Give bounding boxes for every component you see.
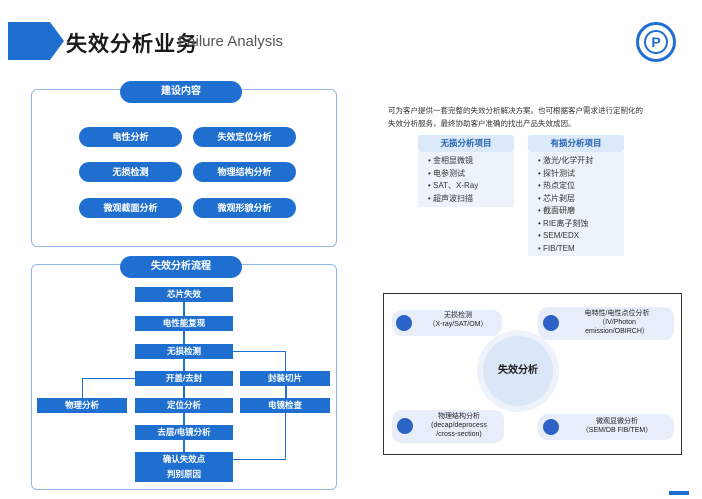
flow-step-confirm-line1: 确认失效点: [162, 454, 206, 464]
flow-step-sealed-slice: 封装切片: [240, 371, 330, 386]
logo-letter: P: [651, 34, 661, 50]
flow-return-to-confirm: [233, 413, 286, 460]
node-dot-icon: [543, 419, 559, 435]
flow-branch-to-slice: [233, 351, 286, 371]
node-dot-icon: [543, 315, 559, 331]
construction-item-micro-section: 微观截面分析: [79, 198, 182, 218]
destructive-label: 有损分析项目: [528, 135, 624, 152]
node-text: 物理结构分析(decap/deprocess/cross-section): [431, 413, 487, 438]
list-item: • 激光/化学开封: [538, 156, 594, 165]
bullet-icon: •: [428, 193, 431, 203]
company-logo: P: [636, 22, 676, 62]
flow-connector: [183, 386, 185, 398]
construction-item-fault-locate: 失效定位分析: [193, 127, 296, 147]
bullet-icon: •: [538, 193, 541, 203]
node-text: 无损检测（X-ray/SAT/OM）: [428, 312, 488, 328]
flow-branch-to-physical: [82, 378, 135, 398]
diagram-center: 失效分析: [483, 336, 553, 406]
header-accent-bar: [8, 22, 64, 60]
list-item: • 截面研磨: [538, 206, 576, 215]
flow-connector: [183, 331, 185, 344]
bullet-icon: •: [428, 168, 431, 178]
bullet-icon: •: [538, 218, 541, 228]
flow-step-confirm: 确认失效点 判别原因: [135, 452, 233, 482]
flow-step-chip-fail: 芯片失效: [135, 287, 233, 302]
description-text: 可为客户提供一套完整的失效分析解决方案。也可根据客户需求进行定制化的 失效分析服…: [388, 104, 688, 130]
nondestructive-list: • 金相显微镜 • 电参测试 • SAT、X-Ray • 超声波扫描: [418, 152, 514, 207]
node-dot-icon: [396, 315, 412, 331]
destructive-list: • 激光/化学开封 • 探针测试 • 热点定位 • 芯片剥层 • 截面研磨 • …: [528, 152, 624, 256]
flow-connector: [183, 413, 185, 425]
flow-step-open-seal: 开盖/去封: [135, 371, 233, 386]
list-item: • 芯片剥层: [538, 193, 576, 203]
footer-accent: [669, 491, 689, 495]
bullet-icon: •: [538, 156, 541, 165]
flow-step-delayer: 去层/电镜分析: [135, 425, 233, 440]
flow-step-elec-check: 电镜检查: [240, 398, 330, 413]
logo-inner-ring: P: [644, 30, 668, 54]
flow-title: 失效分析流程: [120, 256, 242, 278]
diagram-node-microscopic: 微观显微分析（SEM/DB FIB/TEM）: [538, 414, 674, 440]
list-item: • 探针测试: [538, 168, 576, 178]
bullet-icon: •: [538, 206, 541, 215]
bullet-icon: •: [428, 156, 431, 165]
flow-connector: [183, 359, 185, 371]
bullet-icon: •: [538, 181, 541, 190]
list-item: • RIE离子刻蚀: [538, 218, 589, 228]
flow-connector: [285, 386, 287, 398]
construction-item-nondestructive: 无损检测: [79, 162, 182, 182]
nondestructive-label: 无损分析项目: [418, 135, 514, 152]
flow-step-nondestructive: 无损检测: [135, 344, 233, 359]
description-line: 可为客户提供一套完整的失效分析解决方案。也可根据客户需求进行定制化的: [388, 106, 643, 115]
list-item: • SEM/EDX: [538, 231, 580, 240]
description-line: 失效分析服务，最终协助客户准确的找出产品失效成因。: [388, 119, 576, 128]
bullet-icon: •: [538, 231, 541, 240]
construction-item-micro-morphology: 微观形貌分析: [193, 198, 296, 218]
flow-step-physical: 物理分析: [37, 398, 127, 413]
flow-step-locate: 定位分析: [135, 398, 233, 413]
bullet-icon: •: [538, 168, 541, 178]
page-title: 失效分析业务: [66, 33, 198, 56]
list-item: • 金相显微镜: [428, 156, 474, 165]
list-item: • 热点定位: [538, 181, 576, 190]
construction-item-electrical: 电性分析: [79, 127, 182, 147]
bullet-icon: •: [538, 243, 541, 253]
bullet-icon: •: [428, 181, 431, 190]
node-text: 微观显微分析（SEM/DB FIB/TEM）: [581, 418, 653, 434]
list-item: • 电参测试: [428, 168, 466, 178]
construction-item-physical: 物理结构分析: [193, 162, 296, 182]
flow-step-confirm-line2: 判别原因: [166, 469, 201, 479]
page-subtitle: Failure Analysis: [178, 33, 284, 50]
construction-title: 建设内容: [120, 81, 242, 103]
diagram-node-nondestructive: 无损检测（X-ray/SAT/OM）: [392, 310, 502, 336]
flow-connector: [183, 440, 185, 452]
diagram-node-physical: 物理结构分析(decap/deprocess/cross-section): [392, 410, 504, 443]
flow-connector: [183, 302, 185, 316]
list-item: • SAT、X-Ray: [428, 181, 479, 190]
list-item: • 超声波扫描: [428, 193, 474, 203]
node-dot-icon: [397, 418, 413, 434]
list-item: • FIB/TEM: [538, 243, 575, 253]
flow-step-reproduce: 电性能复现: [135, 316, 233, 331]
